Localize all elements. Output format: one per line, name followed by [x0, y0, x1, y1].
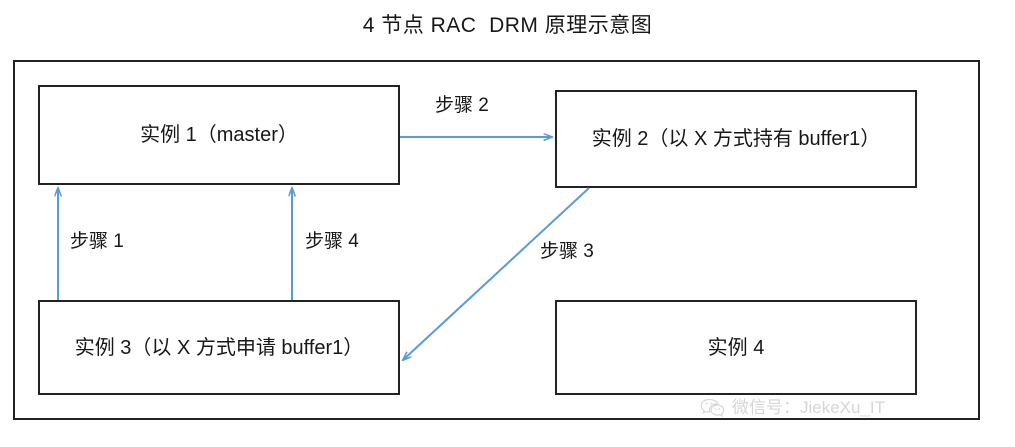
step-label-4: 步骤 4 — [305, 231, 359, 252]
node-instance-3-label: 实例 3（以 X 方式申请 buffer1） — [74, 336, 364, 359]
page-title: 4 节点 RAC DRM 原理示意图 — [362, 14, 653, 37]
node-instance-2-label: 实例 2（以 X 方式持有 buffer1） — [591, 128, 881, 150]
wechat-icon — [700, 398, 726, 418]
node-instance-4[interactable]: 实例 4 — [555, 300, 917, 395]
node-instance-3[interactable]: 实例 3（以 X 方式申请 buffer1） — [38, 300, 400, 395]
step-label-3: 步骤 3 — [540, 241, 594, 262]
node-instance-2[interactable]: 实例 2（以 X 方式持有 buffer1） — [555, 90, 917, 188]
node-instance-1[interactable]: 实例 1（master） — [38, 85, 400, 185]
node-instance-1-label: 实例 1（master） — [140, 124, 298, 146]
node-instance-4-label: 实例 4 — [707, 336, 765, 359]
watermark-text: 微信号：JiekeXu_IT — [732, 398, 886, 417]
step-label-2: 步骤 2 — [435, 95, 489, 116]
step-label-1: 步骤 1 — [70, 231, 124, 252]
watermark: 微信号：JiekeXu_IT — [700, 398, 885, 418]
